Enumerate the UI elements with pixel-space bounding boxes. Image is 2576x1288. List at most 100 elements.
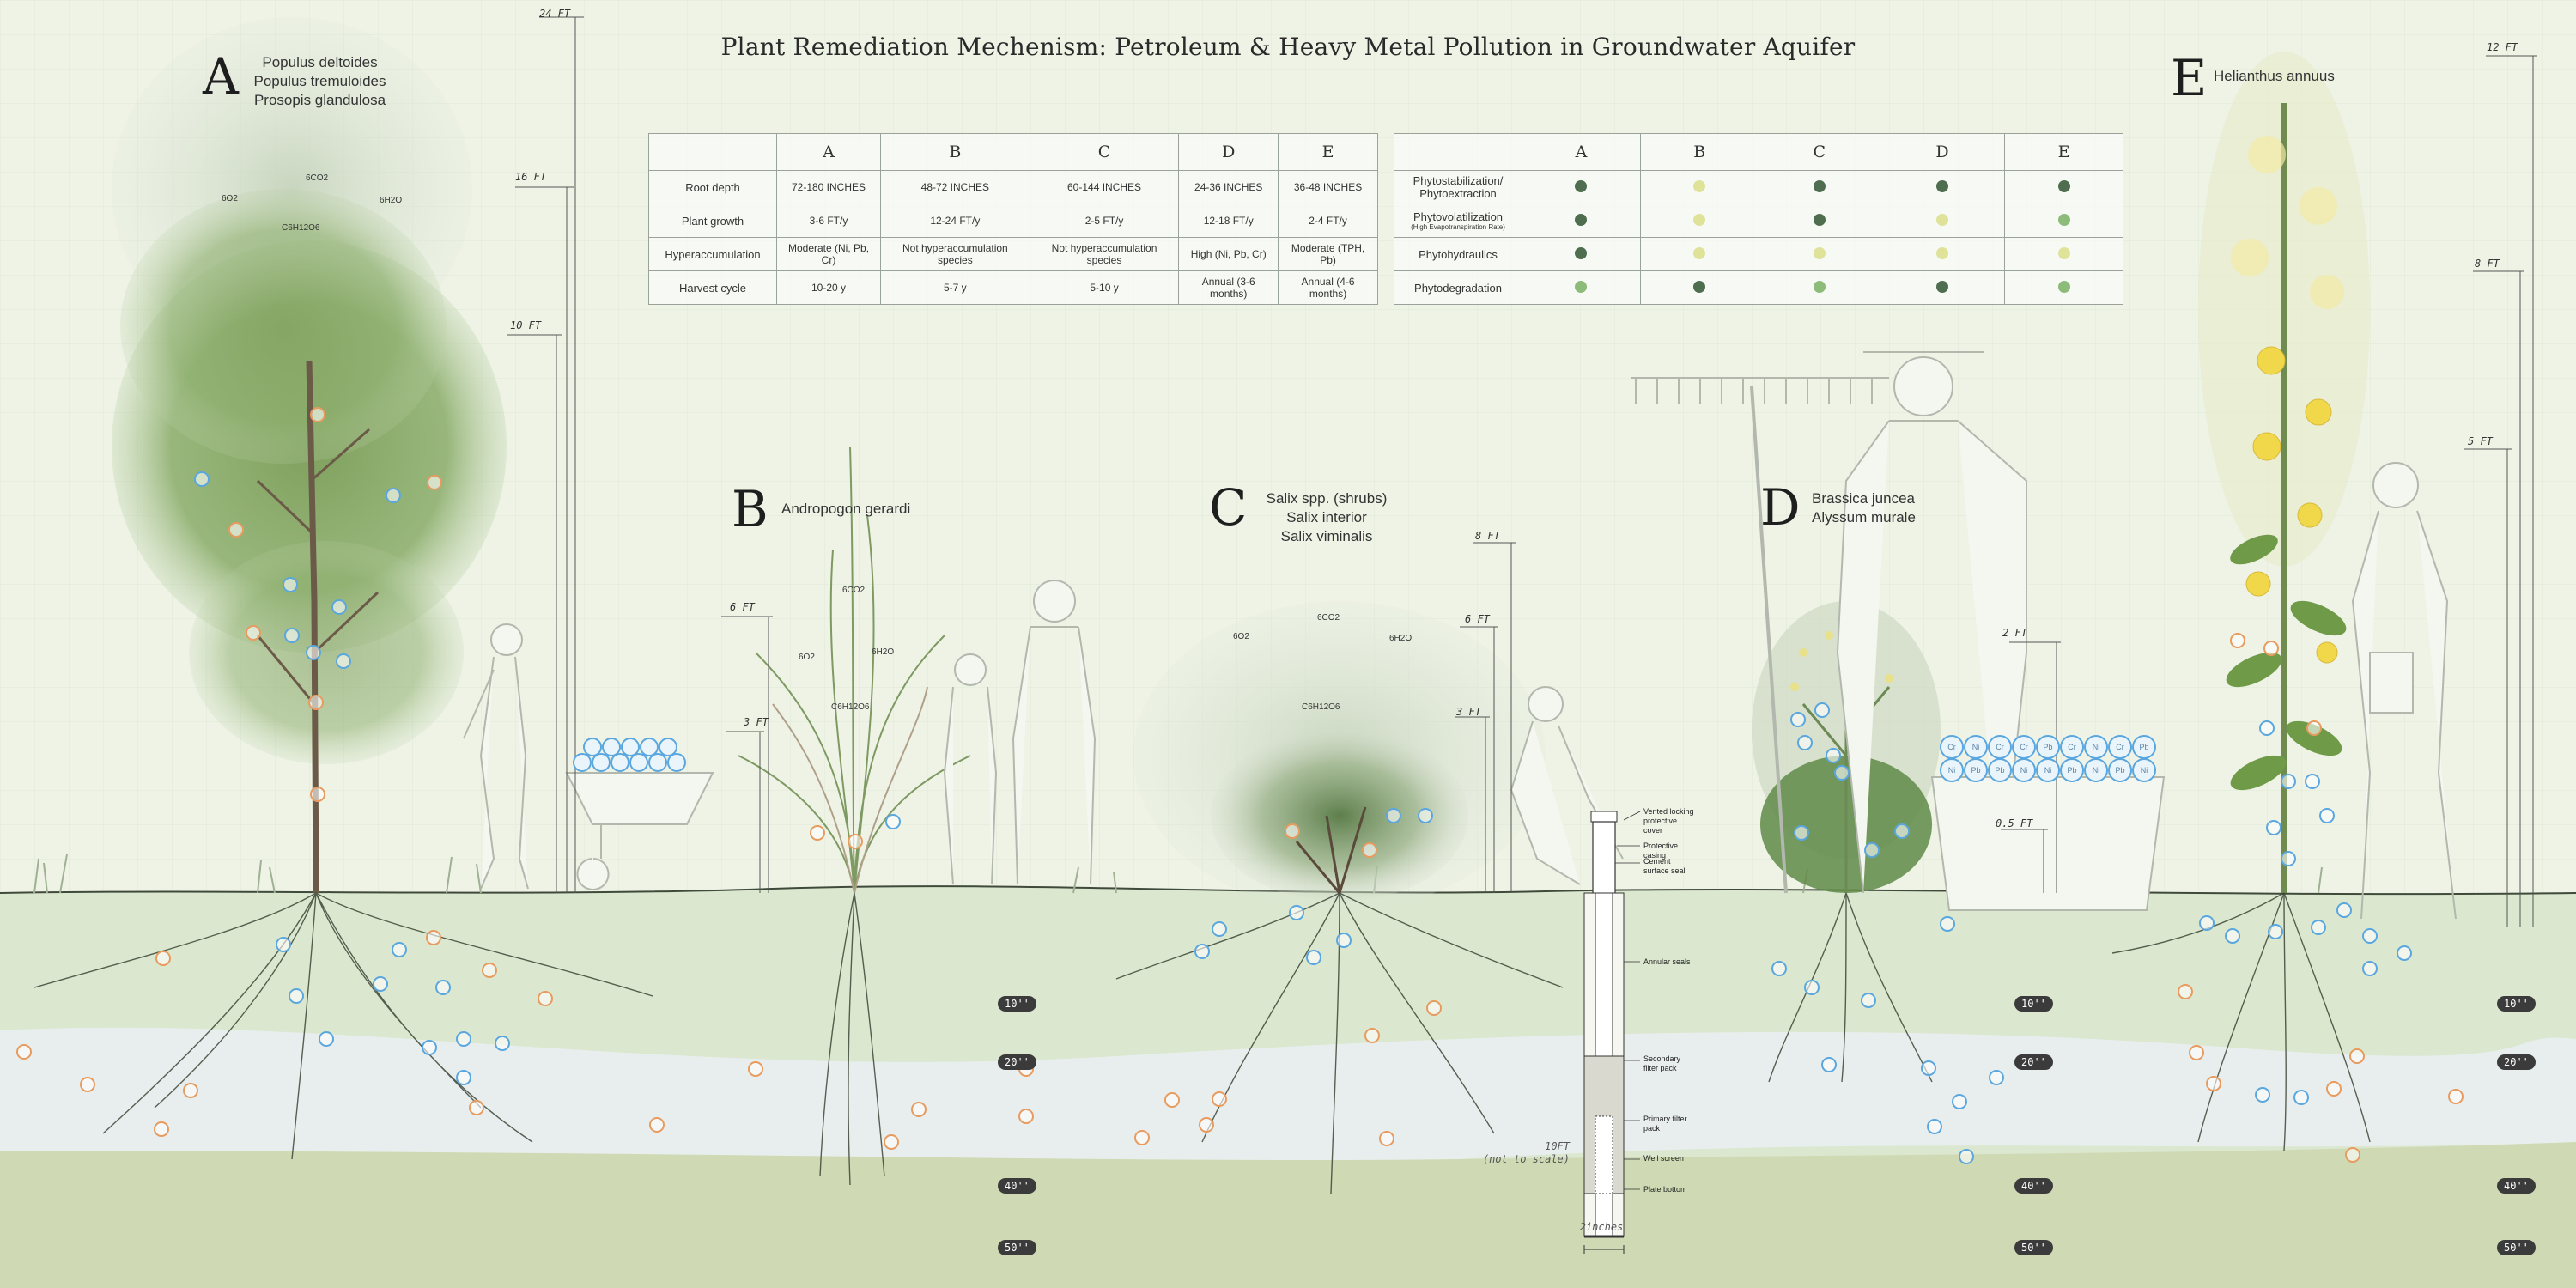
metal-symbol: Ni [2093,743,2100,751]
metal-symbol: Pb [1995,766,2004,775]
plant-letter-E: E [2171,49,2208,107]
heavy-metal-particle [2108,735,2132,759]
species-name: Salix viminalis [1280,528,1373,544]
petroleum-particle [2189,1045,2204,1060]
gas-label-co2: 6CO2 [1317,613,1340,623]
well-label: Well screen [1643,1154,1684,1163]
level-dot [1693,179,1706,192]
heavy-metal-particle [194,471,210,487]
row-label: Root depth [648,170,777,204]
table-cell [2004,237,2123,271]
heavy-metal-particle [2362,928,2378,944]
petroleum-particle [848,834,863,849]
petroleum-particle [538,991,553,1006]
level-dot [1935,280,1948,293]
metal-symbol: Ni [2093,766,2100,775]
heavy-metal-particle [336,653,351,669]
height-label: 0.5 FT [1996,817,2033,829]
table-cell: Moderate (Ni, Pb, Cr) [775,237,882,271]
row-label: Plant growth [648,204,777,238]
heavy-metal-particle [1194,944,1210,959]
well-width-note: 2inches [1579,1221,1624,1233]
height-label: 24 FT [539,8,571,20]
table-row: Phytohydraulics [1394,237,2123,271]
row-label: Phytostabilization/ Phytoextraction [1394,170,1522,204]
table-cell [1639,170,1759,204]
gas-label-o2: 6O2 [1233,632,1249,641]
plant-letter-A: A [203,47,239,106]
heavy-metal-particle [386,488,401,503]
table-header-cell: A [775,133,882,171]
heavy-metal-particle [1964,735,1988,759]
petroleum-particle [427,475,442,490]
petroleum-particle [2178,984,2193,999]
well-label: Secondary filter pack [1643,1054,1681,1072]
table-header-row: A B C D E [1394,133,2123,171]
petroleum-particle [2230,633,2245,648]
level-dot [1575,213,1588,226]
table-cell: 10-20 y [775,270,882,305]
heavy-metal-particle [885,814,901,829]
gas-label-glucose: C6H12O6 [831,702,870,712]
row-label: Harvest cycle [648,270,777,305]
petroleum-particle [469,1100,484,1115]
table-cell [1758,270,1880,305]
gas-label-h2o: 6H2O [1389,634,1413,643]
gas-label-co2: 6CO2 [306,173,329,183]
table-header-cell: D [1178,133,1279,171]
heavy-metal-particle [2336,902,2352,918]
heavy-metal-particle [2036,735,2060,759]
heavy-metal-particle [1989,1070,2004,1085]
depth-marker: 20'' [2497,1054,2536,1070]
table-cell [1879,270,2006,305]
table-cell [1879,237,2006,271]
metal-symbol: Pb [2115,766,2124,775]
heavy-metal-particle [1952,1094,1967,1109]
heavy-metal-particle [2305,774,2320,789]
heavy-metal-particle [640,738,659,756]
metal-symbol: Cr [1996,743,2004,751]
table-cell [2004,204,2123,238]
table-header-row: A B C D E [648,133,1378,171]
tree-A [112,17,507,894]
table-cell [1522,170,1641,204]
heavy-metal-particle [1418,808,1433,823]
bedrock-layer [0,1142,2576,1288]
height-label: 3 FT [1456,706,1481,718]
species-name: Helianthus annuus [2214,68,2335,84]
heavy-metal-particle [1386,808,1401,823]
row-label: Phytovolatilization(High Evapotranspirat… [1394,204,1522,238]
table-cell: Not hyperaccumulation species [1029,237,1180,271]
petroleum-particle [1426,1000,1442,1016]
metal-symbol: Pb [2139,743,2148,751]
heavy-metal-particle [319,1031,334,1047]
heavy-metal-particle [495,1036,510,1051]
heavy-metal-particle [2268,924,2283,939]
heavy-metal-particle [2319,808,2335,823]
heavy-metal-particle [2397,945,2412,961]
table-cell: 5-7 y [880,270,1030,305]
table-cell: 12-24 FT/y [880,204,1030,238]
gas-label-co2: 6CO2 [842,586,866,595]
petroleum-particle [308,695,324,710]
heavy-metal-particle [1794,825,1809,841]
heavy-metal-particle [2281,851,2296,866]
table-cell [2004,170,2123,204]
petroleum-particle [649,1117,665,1133]
plant-letter-B: B [732,480,769,538]
table-cell [1879,204,2006,238]
row-label-text: Phytohydraulics [1419,247,1498,261]
species-name: Andropogon gerardi [781,501,911,517]
table-header-cell [648,133,777,171]
row-label: Hyperaccumulation [648,237,777,271]
heavy-metal-particle [284,628,300,643]
row-label-text: Phytovolatilization [1413,210,1504,223]
heavy-metal-particle [289,988,304,1004]
level-dot [1935,179,1948,192]
table-row: Hyperaccumulation Moderate (Ni, Pb, Cr) … [648,237,1378,271]
metal-symbol: Pb [2067,766,2076,775]
plant-letter-D: D [1760,478,1801,537]
heavy-metal-particle [648,753,667,772]
species-name: Populus tremuloides [253,73,386,89]
